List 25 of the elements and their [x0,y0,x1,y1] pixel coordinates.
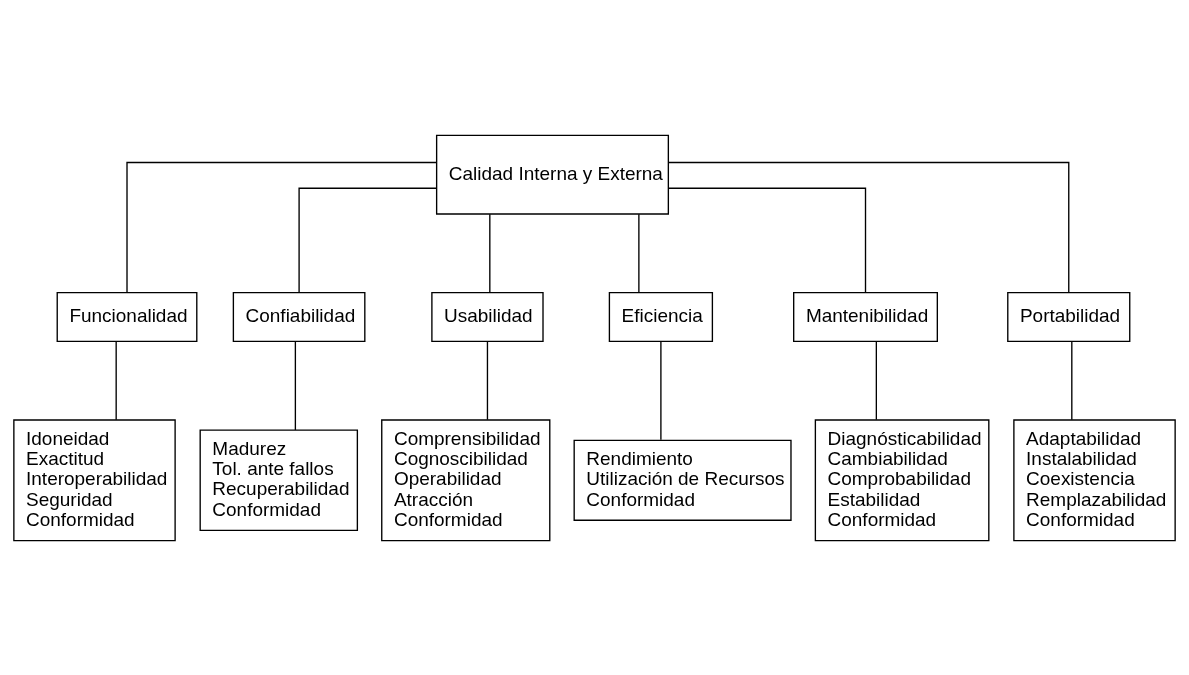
node-box: Usabilidad [431,291,544,342]
node-box: Madurez Tol. ante fallos Recuperabilidad Conformidad [199,428,359,531]
node-box: Idoneidad Exactitud Interoperabilidad Seguridad Conformidad [13,418,176,541]
connector [660,340,662,440]
connector [298,187,438,293]
connector [489,213,491,293]
connector [667,161,1070,293]
connector [115,340,117,420]
connector [638,213,640,293]
node-box: Calidad Interna y Externa [435,134,670,215]
node-box: Confiabilidad [232,291,366,342]
connector [126,161,437,293]
node-box: Funcionalidad [56,291,198,342]
node-box: Comprensibilidad Cognoscibilidad Operabilidad Atracción Conformidad [381,418,551,541]
connector [667,187,867,293]
node-box: Rendimiento Utilización de Recursos Conformidad [573,439,792,521]
connector [875,340,878,420]
connector [1071,340,1073,420]
node-box: Eficiencia [608,291,714,342]
node-box: Diagnósticabilidad Cambiabilidad Comprobabilidad Estabilidad Conformidad [814,418,990,541]
connector [294,340,297,431]
node-box: Portabilidad [1007,291,1131,342]
node-box: Mantenibilidad [793,291,938,342]
node-box: Adaptabilidad Instalabilidad Coexistencia Remplazabilidad Conformidad [1013,418,1176,541]
connector [486,340,489,420]
